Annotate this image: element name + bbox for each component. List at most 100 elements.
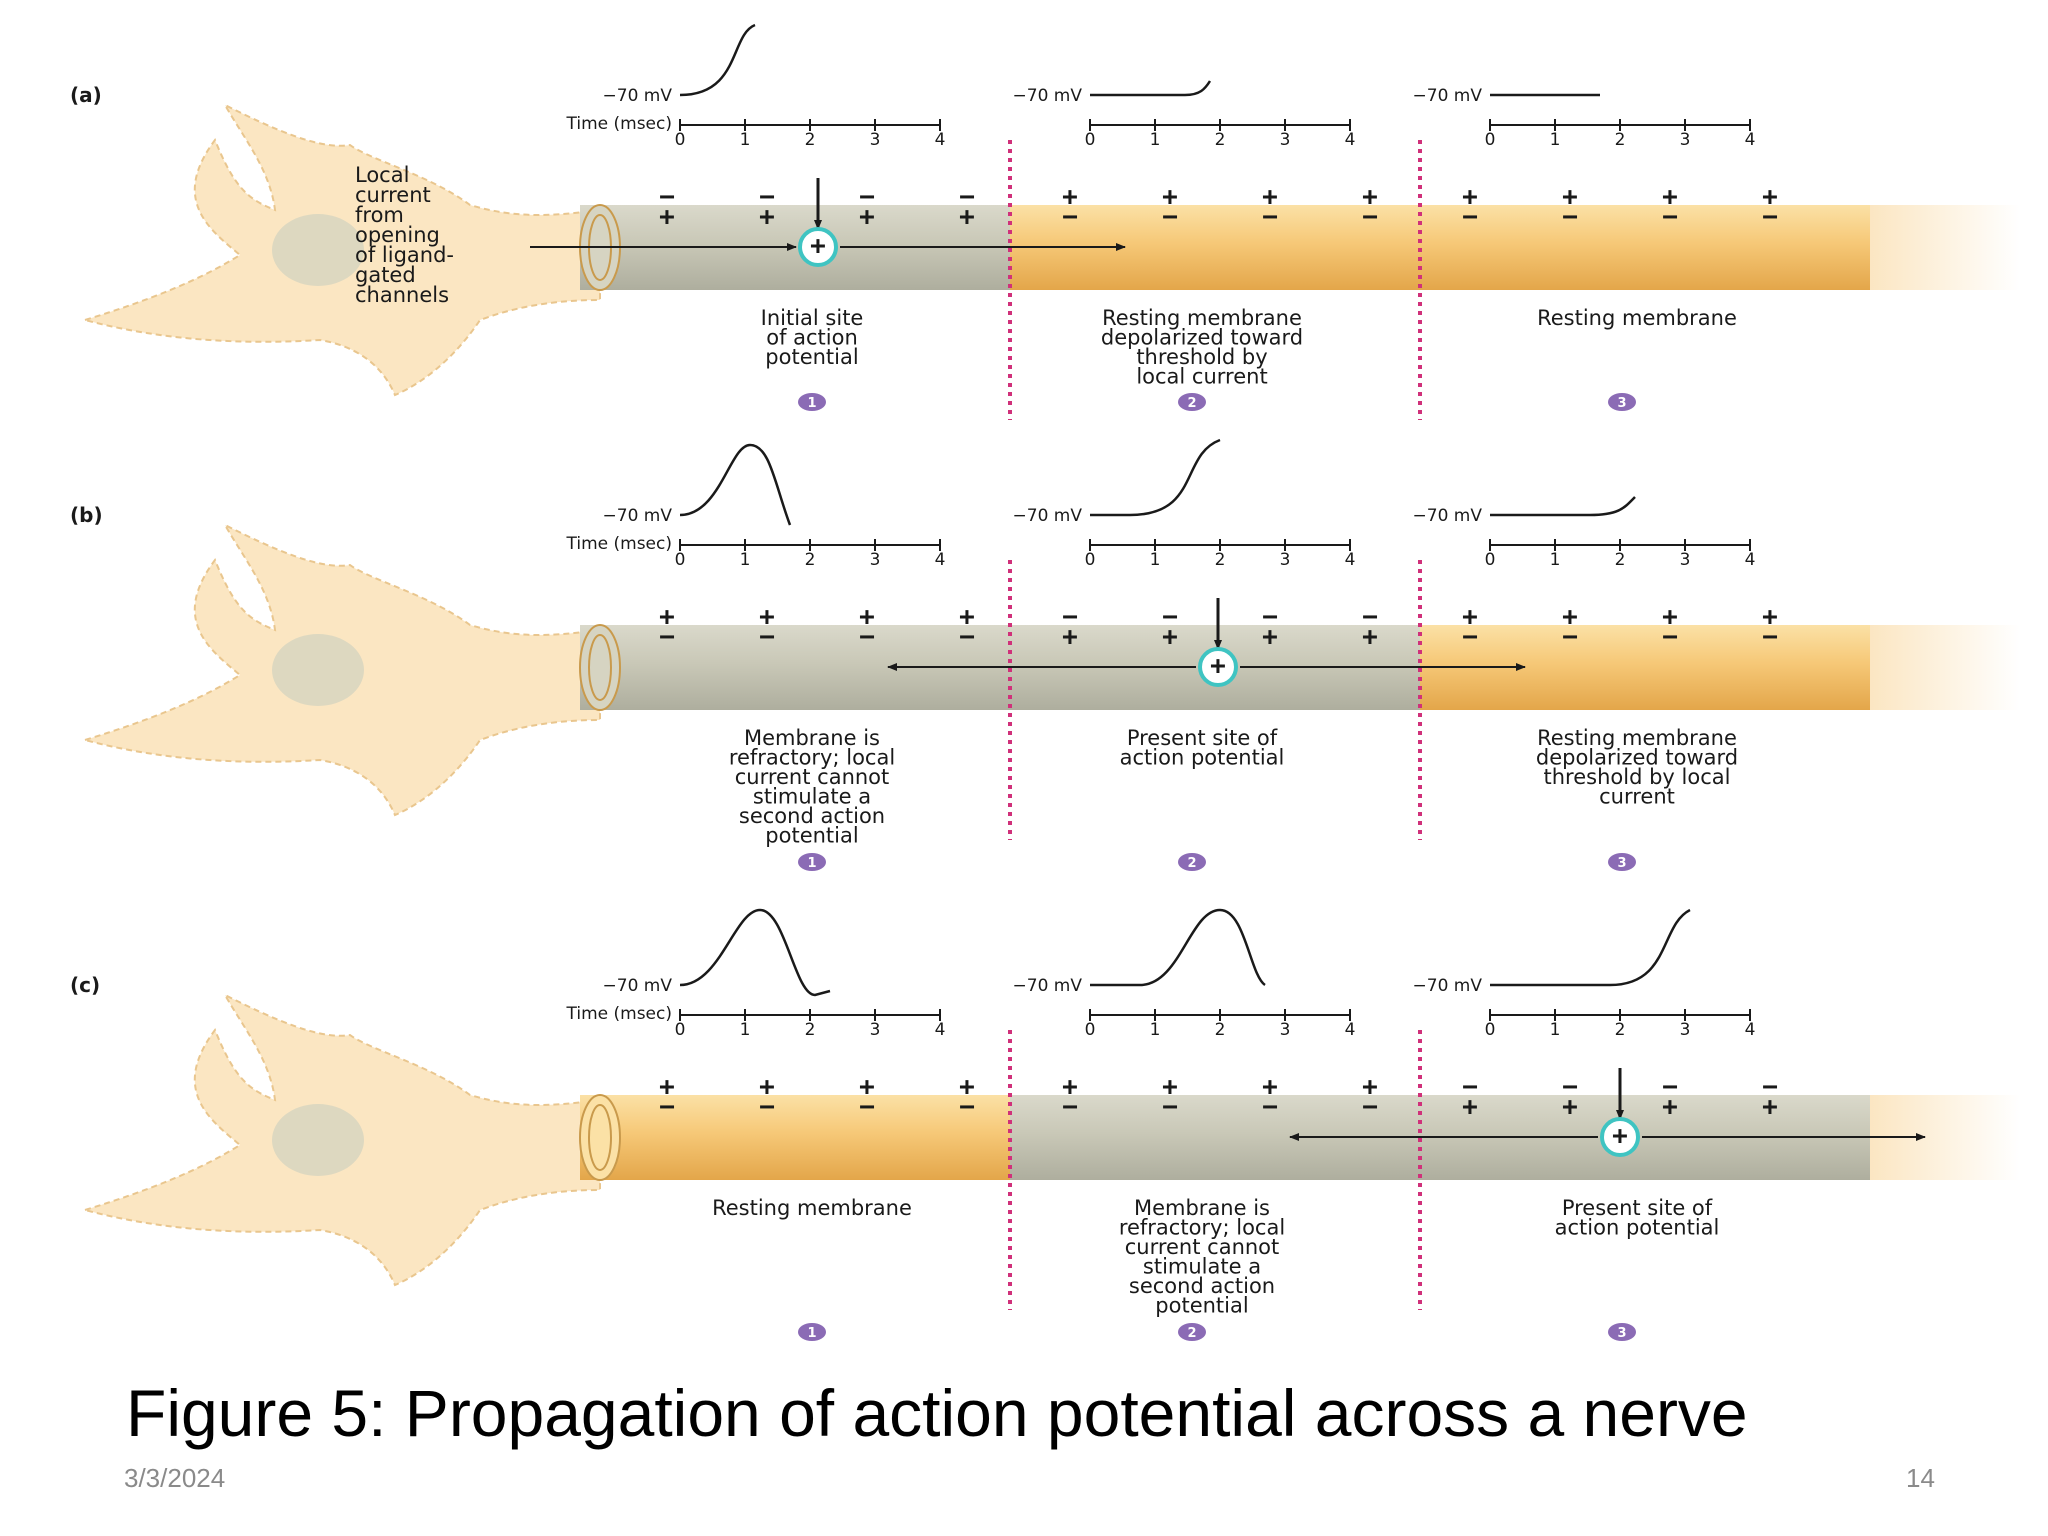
membrane-charge-outer: −: [1762, 1072, 1778, 1102]
time-axis-tick-label: 0: [1085, 130, 1096, 150]
zone-description: local current: [1136, 365, 1267, 389]
step-badge-number: 2: [1187, 396, 1196, 411]
membrane-charge-inner: −: [1362, 1092, 1378, 1122]
zone-description: current cannot: [735, 765, 890, 789]
time-axis-tick-label: 1: [1550, 550, 1561, 570]
resting-potential-label: −70 mV: [1013, 976, 1083, 996]
time-axis-tick-label: 0: [1485, 1020, 1496, 1040]
membrane-charge-inner: −: [1662, 622, 1678, 652]
zone-description: Resting membrane: [712, 1196, 912, 1220]
time-axis-tick-label: 0: [1485, 130, 1496, 150]
membrane-charge-inner: +: [1262, 622, 1278, 652]
time-axis-tick-label: 2: [1215, 550, 1226, 570]
membrane-charge-inner: +: [1462, 1092, 1478, 1122]
zone-description: stimulate a: [753, 785, 871, 809]
axon-lumen: [588, 1104, 612, 1171]
zone-description: Present site of: [1127, 726, 1278, 750]
zone-description: depolarized toward: [1101, 326, 1303, 350]
action-potential-site-marker: [1600, 1117, 1640, 1157]
step-badge: [1608, 853, 1636, 871]
membrane-potential-trace: [679, 908, 831, 997]
zone-description: Present site of: [1562, 1196, 1713, 1220]
time-axis-tick-label: 2: [805, 1020, 816, 1040]
time-axis-tick-label: 3: [1680, 130, 1691, 150]
membrane-charge-inner: −: [1562, 202, 1578, 232]
membrane-charge-inner: +: [1062, 622, 1078, 652]
membrane-charge-outer: +: [1162, 182, 1178, 212]
step-badge: [798, 1323, 826, 1341]
membrane-charge-outer: −: [759, 182, 775, 212]
zone-description: potential: [1155, 1294, 1248, 1318]
zone-description: Resting membrane: [1537, 726, 1737, 750]
local-current-label-line: from: [355, 203, 404, 227]
time-axis-tick-label: 0: [1085, 550, 1096, 570]
membrane-charge-inner: +: [1562, 1092, 1578, 1122]
time-axis-tick-label: 3: [870, 550, 881, 570]
membrane-potential-trace: [1490, 908, 1691, 987]
membrane-charge-outer: +: [1462, 182, 1478, 212]
step-badge: [798, 853, 826, 871]
time-axis-tick-label: 0: [675, 1020, 686, 1040]
membrane-charge-inner: −: [659, 1092, 675, 1122]
local-current-label-line: opening: [355, 223, 440, 247]
membrane-charge-inner: −: [959, 1092, 975, 1122]
step-badge-number: 3: [1617, 396, 1626, 411]
axon-tail: [1870, 205, 2020, 290]
resting-potential-label: −70 mV: [1013, 86, 1083, 106]
membrane-charge-inner: −: [1062, 202, 1078, 232]
step-badge-number: 1: [807, 396, 816, 411]
zone-description: of action: [766, 326, 858, 350]
zone-description: stimulate a: [1143, 1255, 1261, 1279]
membrane-charge-outer: −: [1162, 602, 1178, 632]
membrane-charge-outer: +: [1462, 602, 1478, 632]
time-axis-label: Time (msec): [566, 114, 673, 134]
step-badge: [798, 393, 826, 411]
time-axis-label: Time (msec): [566, 534, 673, 554]
membrane-charge-inner: +: [1362, 622, 1378, 652]
membrane-charge-outer: +: [1562, 182, 1578, 212]
axon-end: [579, 624, 621, 711]
time-axis-tick-label: 4: [1745, 130, 1756, 150]
membrane-charge-outer: +: [1262, 182, 1278, 212]
membrane-charge-outer: −: [859, 182, 875, 212]
membrane-charge-outer: +: [1362, 182, 1378, 212]
step-badge: [1178, 1323, 1206, 1341]
membrane-charge-inner: −: [959, 622, 975, 652]
zone-description: second action: [1129, 1274, 1275, 1298]
membrane-charge-inner: +: [1662, 1092, 1678, 1122]
time-axis-tick-label: 2: [1215, 130, 1226, 150]
axon-segment: [580, 1095, 1010, 1180]
nucleus: [272, 214, 364, 286]
local-current-label-line: current: [355, 183, 431, 207]
zone-description: threshold by: [1136, 345, 1267, 369]
membrane-charge-outer: +: [959, 602, 975, 632]
slide-date: 3/3/2024: [124, 1463, 226, 1493]
time-axis-tick-label: 0: [675, 550, 686, 570]
time-axis-tick-label: 0: [1485, 550, 1496, 570]
resting-potential-label: −70 mV: [1413, 86, 1483, 106]
time-axis-tick-label: 3: [1280, 130, 1291, 150]
resting-potential-label: −70 mV: [1413, 506, 1483, 526]
axon-lumen: [588, 634, 612, 701]
membrane-potential-trace: [1090, 80, 1212, 97]
time-axis-tick-label: 4: [1745, 1020, 1756, 1040]
membrane-charge-inner: −: [1762, 622, 1778, 652]
resting-potential-label: −70 mV: [1013, 506, 1083, 526]
membrane-potential-trace: [679, 23, 756, 97]
zone-description: potential: [765, 345, 858, 369]
membrane-charge-inner: +: [959, 202, 975, 232]
time-axis-tick-label: 1: [740, 1020, 751, 1040]
membrane-charge-outer: −: [1462, 1072, 1478, 1102]
membrane-charge-inner: −: [1662, 202, 1678, 232]
step-badge-number: 1: [807, 856, 816, 871]
local-current-label-line: channels: [355, 283, 449, 307]
membrane-charge-inner: +: [859, 202, 875, 232]
membrane-charge-outer: +: [859, 1072, 875, 1102]
step-badge-number: 2: [1187, 1326, 1196, 1341]
zone-description: refractory; local: [1119, 1216, 1285, 1240]
step-badge-number: 1: [807, 1326, 816, 1341]
time-axis-tick-label: 4: [935, 1020, 946, 1040]
nucleus: [272, 1104, 364, 1176]
time-axis-tick-label: 4: [935, 550, 946, 570]
